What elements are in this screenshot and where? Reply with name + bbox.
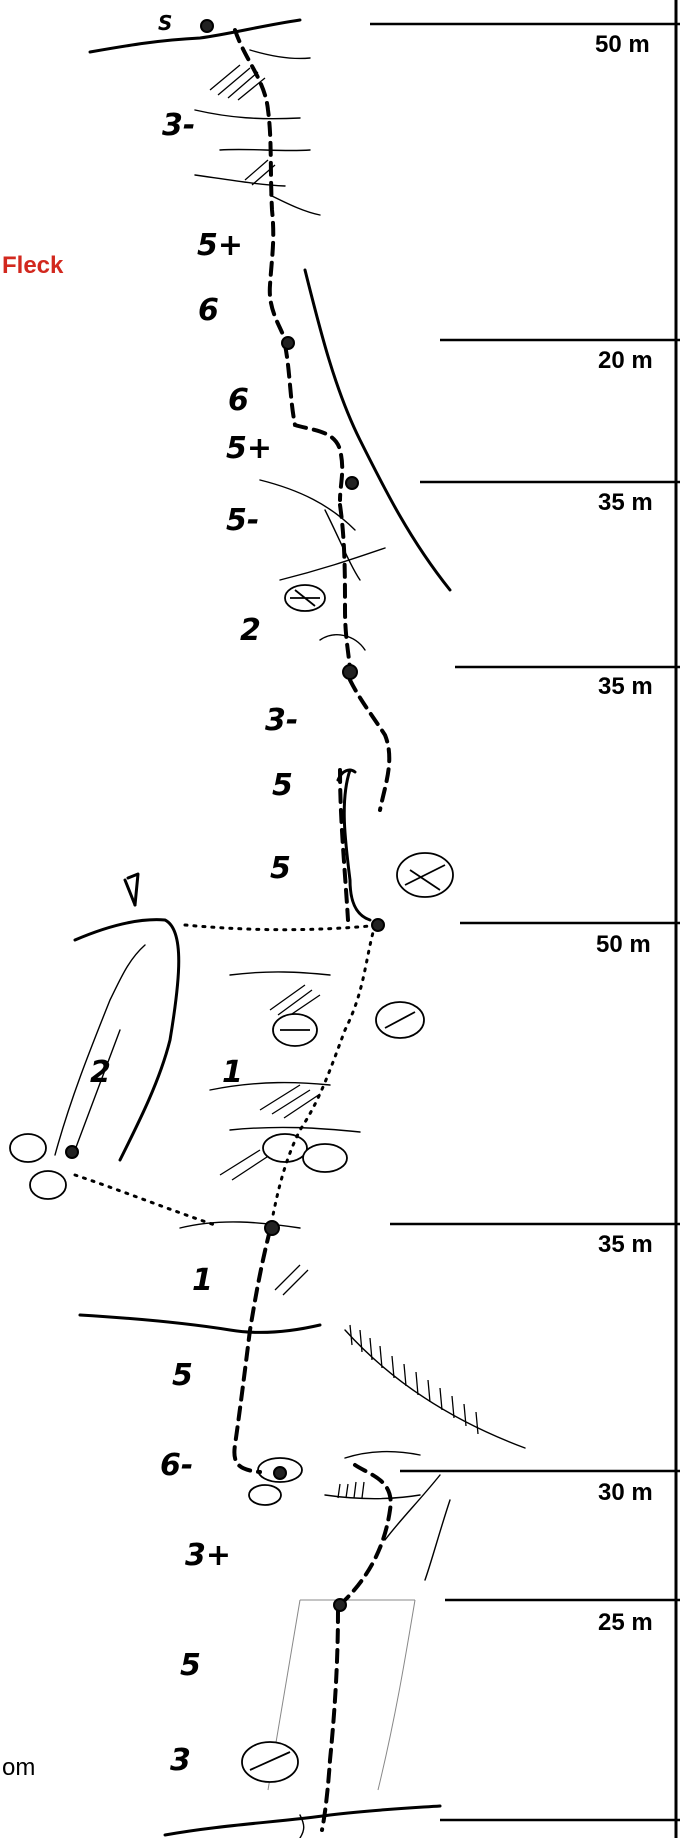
pitch-length-label: 25 m [598,1609,653,1636]
pitch-length-label: 50 m [596,931,651,958]
grade-label: 5 [180,1648,201,1683]
grade-labels: 3- 5+ 6 6 5+ 5- 2 3- 5 5 1 1 5 6- 3+ 5 3… [90,108,298,1778]
grade-label: 5 [270,851,291,886]
pitch-length-label: 35 m [598,673,653,700]
pitch-length-label: 30 m [598,1479,653,1506]
grade-label: 5 [172,1358,193,1393]
rock-hatching [210,65,478,1498]
belay-anchor-icon [66,1146,78,1158]
tree-icon [376,1002,424,1038]
rock-features [55,20,525,1838]
top-anchor-label: S [158,11,172,35]
grade-label: 3+ [185,1538,231,1573]
grade-label: 3- [265,703,298,738]
pitch-length-label: 50 m [595,31,650,58]
belay-anchor-icon [274,1467,286,1479]
grade-label: 5+ [226,431,272,466]
grade-label: 2 [240,613,261,648]
grade-label: 6- [160,1448,193,1483]
belay-anchor-icon [334,1599,346,1611]
belay-anchor-icon [343,665,357,679]
pitch-length-label: 20 m [598,347,653,374]
grade-label: 3- [162,108,195,143]
grade-label: 1 [192,1263,213,1298]
tree-icon [273,1014,317,1046]
grade-label: 6 [198,293,219,328]
grade-label: 5+ [197,228,243,263]
tree-icon [263,1134,347,1172]
grade-label: 1 [222,1055,243,1090]
belay-anchor-icon [346,477,358,489]
left-margin-note: Fleck [2,252,64,279]
tree-icon [285,585,325,611]
grade-label: 5 [272,768,293,803]
belay-anchor-icon [282,337,294,349]
tree-icons [10,585,453,1782]
tree-icon [249,1458,302,1505]
belay-anchor-icon [201,20,213,32]
grade-label: 6 [228,383,249,418]
belay-anchor-icon [372,919,384,931]
tree-icon [242,1742,298,1782]
left-margin-note-bottom: om [2,1754,35,1781]
pitch-length-label: 35 m [598,489,653,516]
belay-anchor-icon [265,1221,279,1235]
grade-label: 3 [170,1743,191,1778]
grade-label: 5- [226,503,259,538]
grade-label: 2 [90,1055,111,1090]
pitch-length-label: 35 m [598,1231,653,1258]
pitch-rules [370,24,680,1820]
tree-icon [397,853,453,897]
climbing-route [75,30,391,1830]
